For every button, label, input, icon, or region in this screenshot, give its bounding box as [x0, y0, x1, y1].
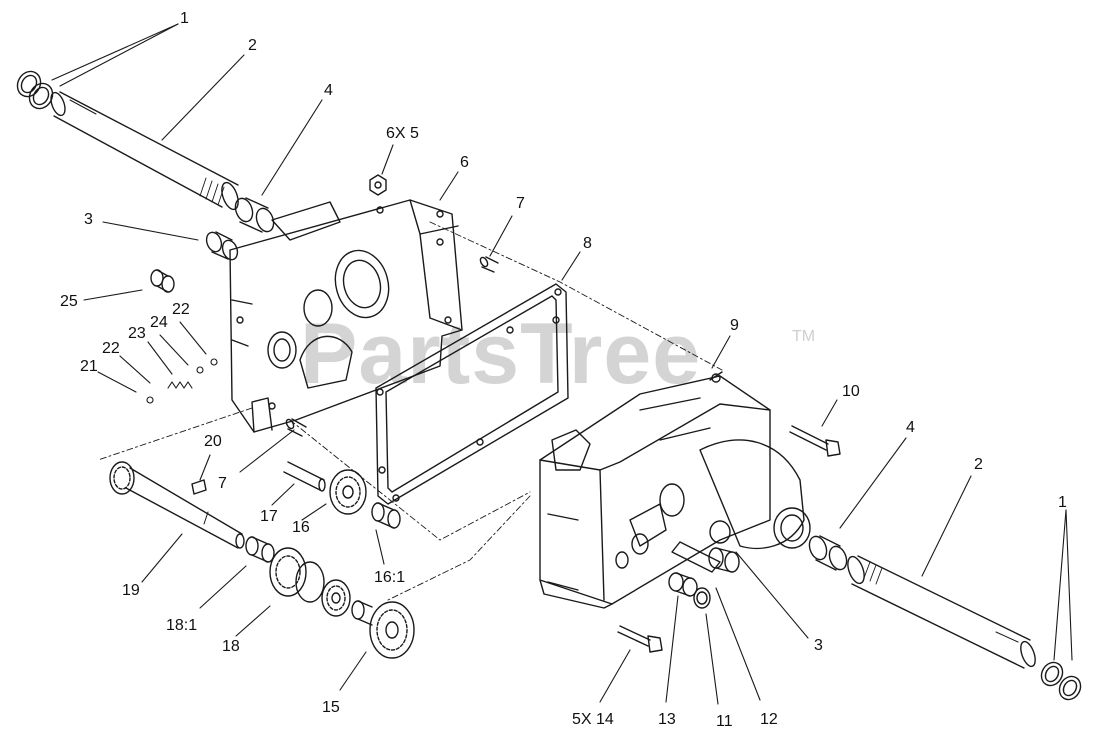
key-20	[191, 479, 207, 495]
callout-7-top: 7	[516, 195, 525, 212]
bushing-18-1	[245, 536, 275, 563]
callout-17: 17	[260, 508, 278, 525]
callout-3-left: 3	[84, 211, 93, 228]
bushing-3-right	[708, 547, 740, 573]
gear-15	[351, 600, 415, 659]
bushing-right	[808, 535, 848, 571]
washer-11	[693, 587, 711, 609]
callout-6: 6	[460, 154, 469, 171]
callout-11: 11	[716, 713, 733, 730]
callout-25: 25	[60, 293, 78, 310]
callout-13: 13	[658, 711, 676, 728]
callout-1-right: 1	[1058, 494, 1067, 511]
axle-shaft-left	[50, 91, 239, 211]
axle-shaft-right	[847, 555, 1036, 669]
callout-10: 10	[842, 383, 860, 400]
callout-22-bottom: 22	[102, 340, 120, 357]
callout-18: 18	[222, 638, 240, 655]
callout-16-1: 16:1	[374, 569, 406, 586]
callout-21: 21	[80, 358, 98, 375]
callout-5x14: 5X 14	[572, 711, 614, 728]
gasket-8	[375, 283, 569, 505]
callout-20: 20	[204, 433, 222, 450]
callout-4-left: 4	[324, 82, 333, 99]
callout-16: 16	[292, 519, 310, 536]
bushing-3-left	[205, 231, 239, 261]
bushing-25	[150, 269, 175, 293]
callout-4-right: 4	[906, 419, 915, 436]
callout-23: 23	[128, 325, 146, 342]
callout-15: 15	[322, 699, 340, 716]
callout-9: 9	[730, 317, 739, 334]
shaft-17	[283, 461, 326, 492]
gear-16	[329, 469, 367, 515]
nut-6	[369, 174, 387, 196]
bushing-13	[668, 572, 698, 597]
callout-1-left: 1	[180, 10, 189, 27]
transaxle-housing-right	[539, 371, 811, 609]
detent-ball-spring	[146, 358, 218, 404]
callout-24: 24	[150, 314, 168, 331]
bushing-left	[234, 197, 275, 233]
leader-lines	[51, 23, 1073, 705]
callout-19: 19	[122, 582, 140, 599]
callout-18-1: 18:1	[166, 617, 198, 634]
callout-12: 12	[760, 711, 778, 728]
callout-2-right: 2	[974, 456, 983, 473]
callout-7-bottom: 7	[218, 475, 227, 492]
assembly-guide-lines	[97, 221, 723, 601]
cluster-gear-18	[269, 547, 351, 617]
callout-6x5: 6X 5	[386, 125, 419, 142]
callout-8: 8	[583, 235, 592, 252]
callout-22-top: 22	[172, 301, 190, 318]
retaining-ring-left	[16, 70, 54, 110]
bolt-10	[789, 425, 841, 457]
callout-2-left: 2	[248, 37, 257, 54]
pinion-shaft-19	[109, 461, 245, 549]
retaining-ring-right	[1040, 661, 1082, 701]
transaxle-housing-left	[229, 199, 463, 433]
dowel-pin-7-top	[479, 256, 499, 273]
watermark-trademark: TM	[792, 328, 816, 345]
dowel-pin-7-bottom	[285, 418, 307, 437]
bushing-16-1	[371, 502, 401, 529]
bolt-5x14	[617, 625, 663, 653]
callout-3-right: 3	[814, 637, 823, 654]
